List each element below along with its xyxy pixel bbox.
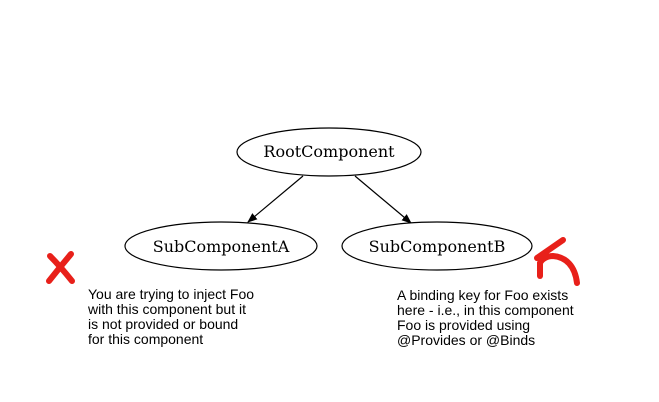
note-right-line: @Provides or @Binds [397,332,536,348]
node-root-component: RootComponent [236,127,422,177]
edge-root-to-sub-b [354,175,412,224]
red-curved-arrow-icon [534,237,580,286]
red-x-icon [46,251,75,284]
note-binding-exists: A binding key for Foo exists here - i.e.… [397,288,574,348]
node-sub-b-label: SubComponentB [369,237,506,256]
node-root-label: RootComponent [263,142,395,161]
node-sub-component-a: SubComponentA [124,221,318,271]
note-missing-binding: You are trying to inject Foo with this c… [88,287,254,347]
note-right-line: A binding key for Foo exists [397,287,569,303]
node-sub-a-label: SubComponentA [153,237,290,256]
note-right-line: here - i.e., in this component [397,302,574,318]
node-sub-component-b: SubComponentB [341,221,533,271]
note-left-line: for this component [88,331,204,347]
note-left-line: with this component but it [88,301,246,317]
note-right-line: Foo is provided using [397,317,531,333]
note-left-line: is not provided or bound [88,316,239,332]
edge-root-to-sub-a [247,175,304,223]
note-left-line: You are trying to inject Foo [88,286,255,302]
